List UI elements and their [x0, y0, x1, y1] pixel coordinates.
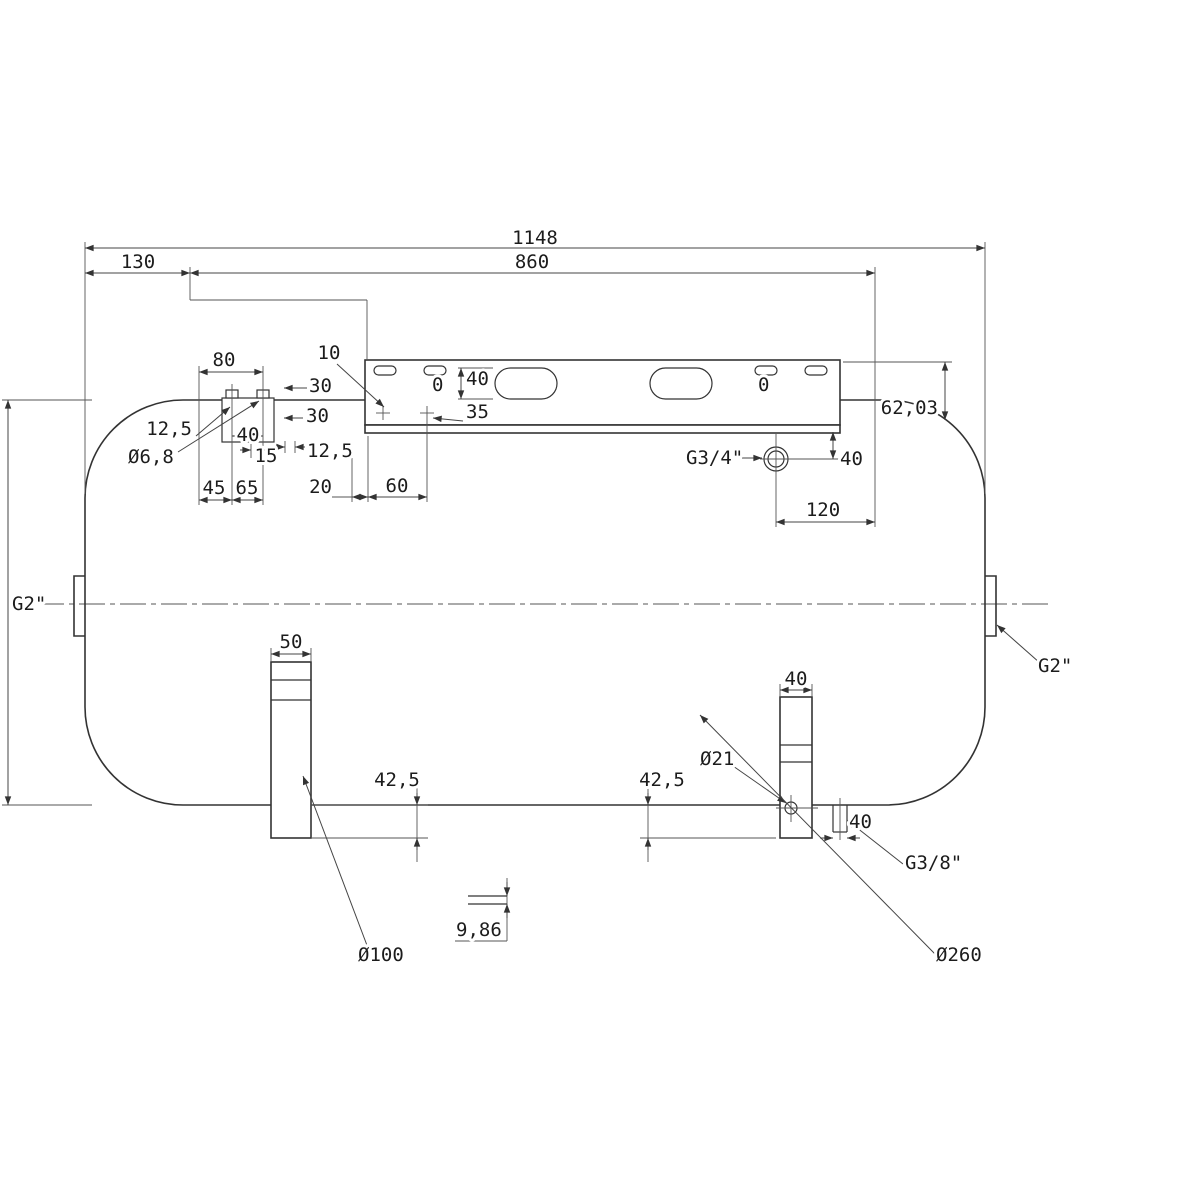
rail-slot-3 — [754, 365, 778, 376]
port-g2-right-label: G2" — [1038, 655, 1072, 677]
extension-lines — [2, 242, 986, 862]
port-g38-label: G3/8" — [905, 852, 962, 874]
plate-thickness-detail — [455, 878, 511, 942]
rail-slot-4 — [804, 365, 828, 376]
dim-slot-height-label: 40 — [466, 368, 489, 390]
tab-hole-dia-label: Ø6,8 — [128, 446, 174, 468]
dim-60-label: 60 — [386, 475, 409, 497]
dim-65-label: 65 — [236, 477, 259, 499]
dim-120-label: 120 — [806, 499, 840, 521]
support-legs — [270, 661, 818, 839]
dim-45-label: 45 — [203, 477, 226, 499]
dim-30-upper-label: 30 — [309, 375, 332, 397]
rail-oval-2 — [649, 367, 713, 400]
drain-boss-g38 — [832, 798, 848, 840]
dim-42-5-right-label: 42,5 — [639, 769, 685, 791]
dim-50-label: 50 — [280, 631, 303, 653]
dim-left-offset-label: 130 — [121, 251, 155, 273]
rail-body — [364, 359, 841, 426]
right-port-nozzle — [985, 575, 997, 637]
dim-40-drain-label: 40 — [849, 811, 872, 833]
dim-9-86-label: 9,86 — [456, 919, 502, 941]
mounting-rail — [364, 359, 841, 434]
dim-30-lower-label: 30 — [306, 405, 329, 427]
leader-lines — [177, 363, 1041, 955]
leg-hole-dia-label: Ø21 — [700, 748, 734, 770]
dim-40-leg-label: 40 — [785, 668, 808, 690]
dimension-lines — [4, 244, 985, 850]
datum-left-label: 0 — [432, 374, 443, 396]
port-g34-label: G3/4" — [686, 447, 743, 469]
dim-42-5-left-label: 42,5 — [374, 769, 420, 791]
port-g2-left-label: G2" — [12, 593, 46, 615]
left-port-nozzle — [73, 575, 85, 637]
datum-right-label: 0 — [758, 374, 769, 396]
dim-40-fitting-label: 40 — [840, 448, 863, 470]
dim-80-label: 80 — [213, 349, 236, 371]
dim-62-03-label: 62,03 — [881, 397, 938, 419]
dim-40-tab-label: 40 — [237, 424, 260, 446]
tab-body — [221, 397, 275, 443]
dim-15-label: 15 — [255, 445, 278, 467]
rail-oval-1 — [494, 367, 558, 400]
dim-12-5-right-label: 12,5 — [307, 440, 353, 462]
dim-10-label: 10 — [318, 342, 341, 364]
dim-12-5-left-label: 12,5 — [146, 418, 192, 440]
rail-flange — [364, 424, 841, 434]
shell-dia-label: Ø260 — [936, 944, 982, 966]
leg-dia-label: Ø100 — [358, 944, 404, 966]
rear-leg — [779, 696, 813, 839]
rail-slot-1 — [373, 365, 397, 376]
rail-hole-marks — [376, 406, 434, 420]
dim-20-label: 20 — [309, 476, 332, 498]
dimension-labels: 1148 860 130 80 10 30 30 40 0 0 35 12,5 … — [9, 224, 1075, 969]
rail-slot-2 — [423, 365, 447, 376]
dim-rail-length-label: 860 — [515, 251, 549, 273]
dim-total-length-label: 1148 — [512, 227, 558, 249]
front-leg — [270, 661, 312, 839]
dim-35-label: 35 — [466, 401, 489, 423]
